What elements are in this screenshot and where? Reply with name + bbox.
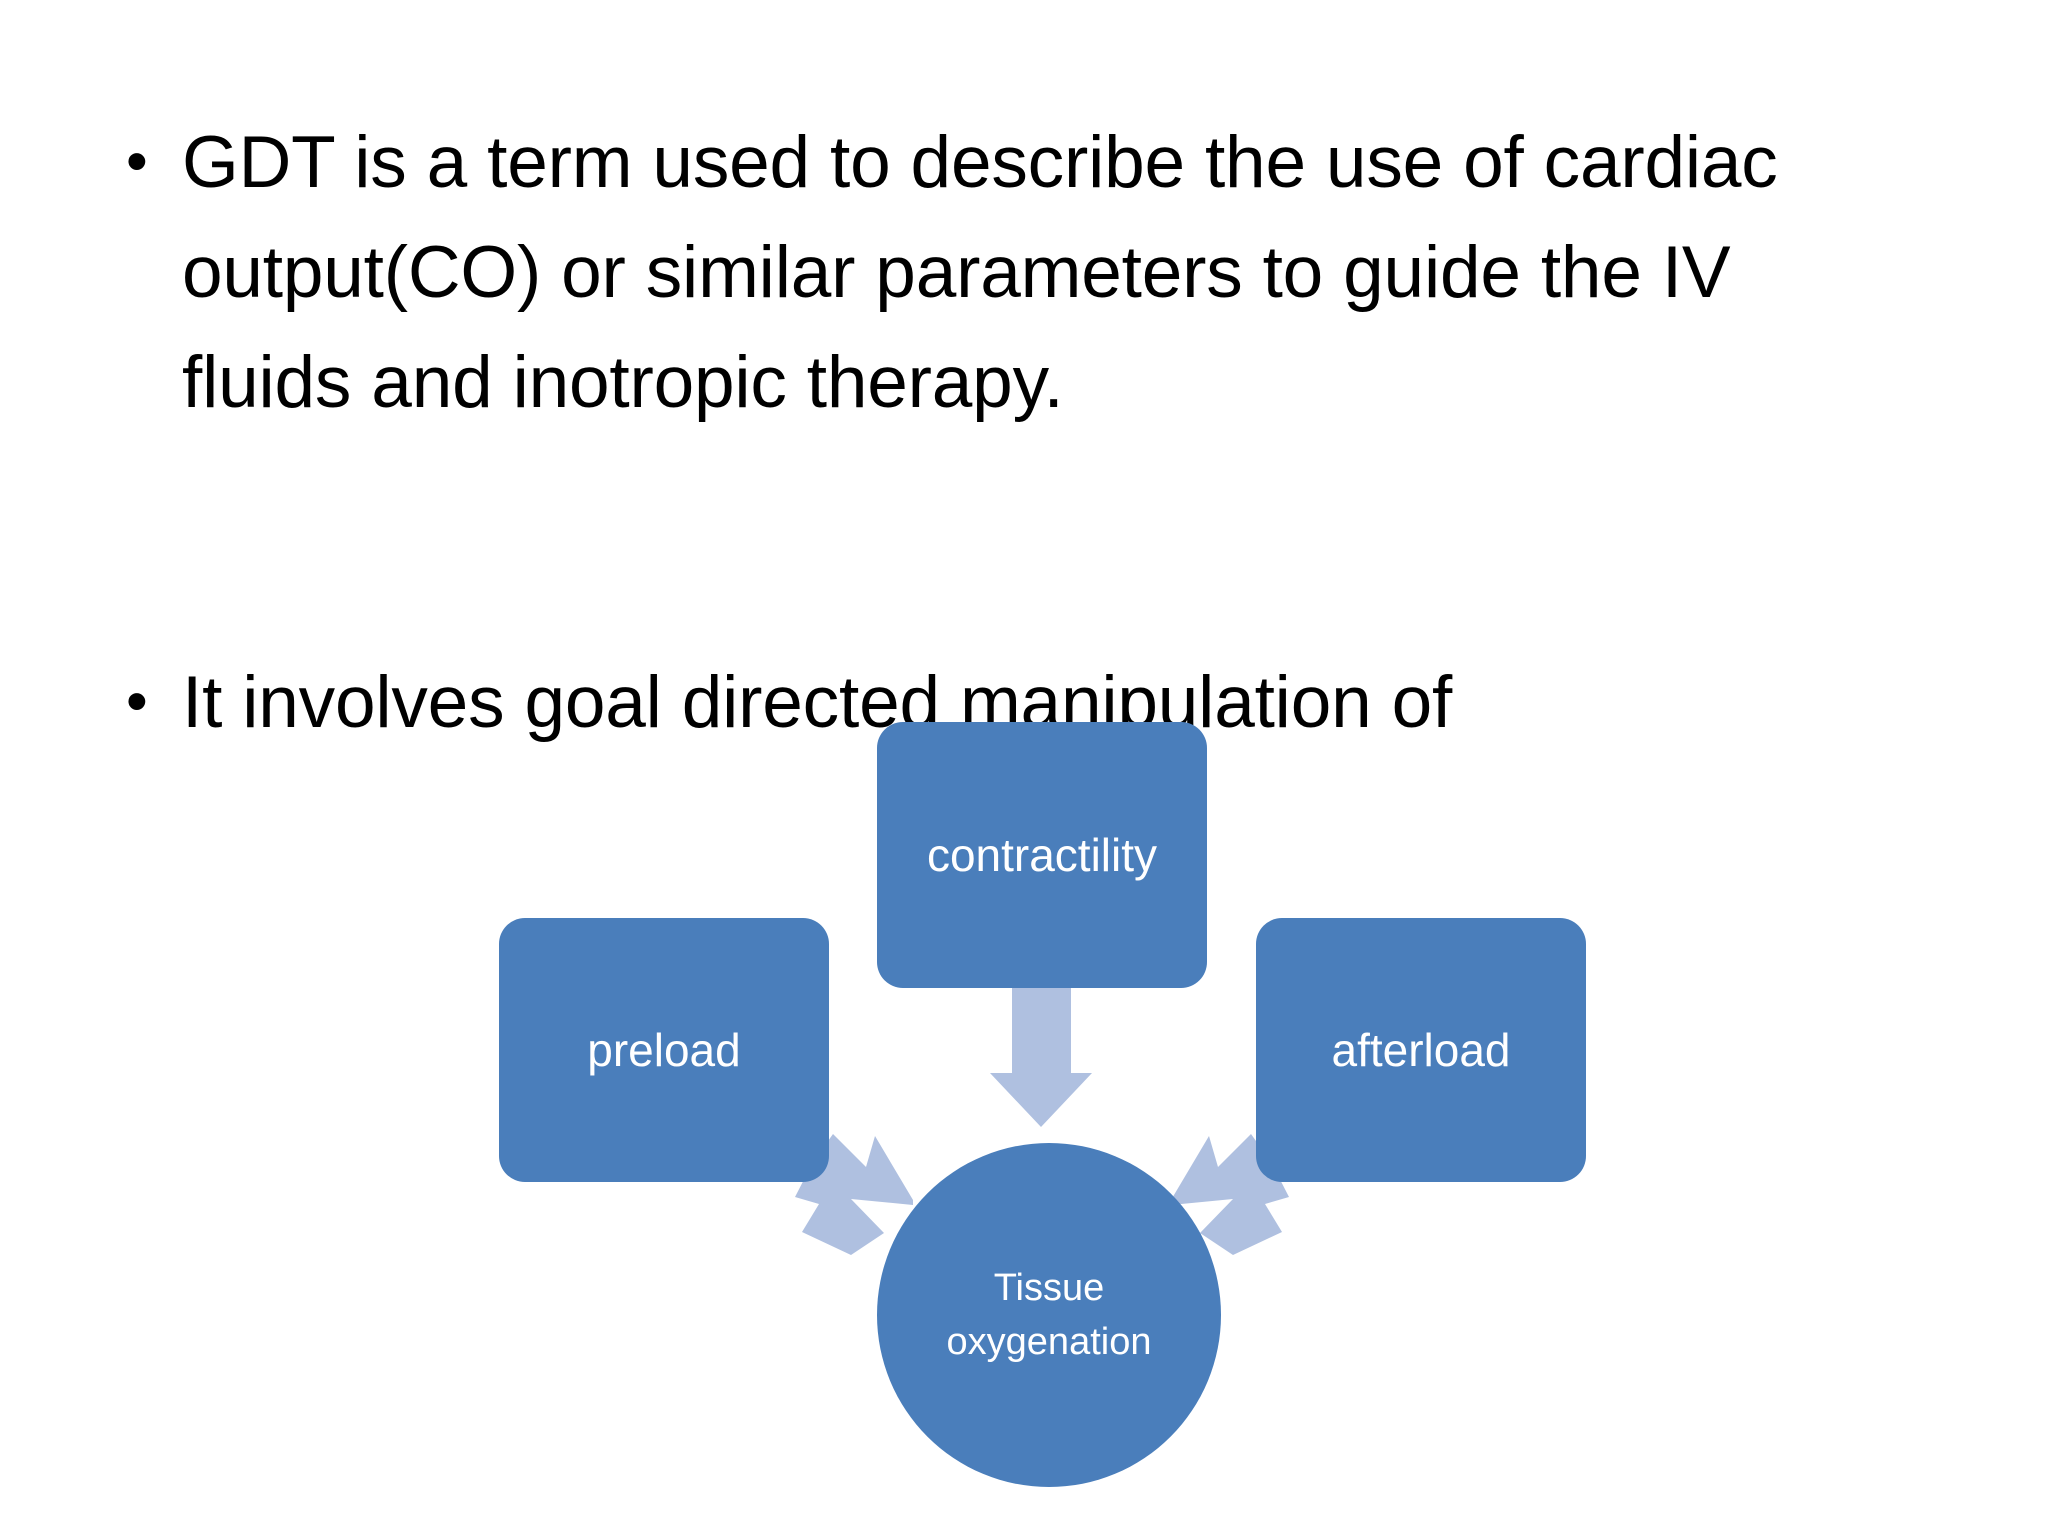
- diagram-node-preload[interactable]: preload: [499, 918, 829, 1182]
- bullet-marker-icon: •: [126, 667, 148, 736]
- bullet-item-1: • GDT is a term used to describe the use…: [120, 108, 1920, 438]
- diagram-node-tissue-oxygenation-label-line2: oxygenation: [946, 1321, 1152, 1363]
- diagram-node-preload-label: preload: [587, 1024, 741, 1076]
- diagram-node-contractility[interactable]: contractility: [877, 722, 1207, 988]
- bullet-item-2: • It involves goal directed manipulation…: [120, 648, 1920, 758]
- diagram-node-tissue-oxygenation[interactable]: Tissue oxygenation: [877, 1143, 1221, 1487]
- arrow-contractility-to-tissue-icon: [990, 988, 1092, 1127]
- diagram-node-tissue-oxygenation-label-line1: Tissue: [993, 1267, 1105, 1309]
- slide-body-text: • GDT is a term used to describe the use…: [120, 108, 1920, 758]
- bullet-marker-icon: •: [126, 127, 148, 196]
- diagram-node-contractility-label: contractility: [926, 829, 1158, 881]
- diagram-node-afterload-label: afterload: [1331, 1024, 1511, 1076]
- bullet-text-2: It involves goal directed manipulation o…: [182, 662, 1453, 743]
- bullet-text-1: GDT is a term used to describe the use o…: [182, 122, 1778, 423]
- diagram-node-afterload[interactable]: afterload: [1256, 918, 1586, 1182]
